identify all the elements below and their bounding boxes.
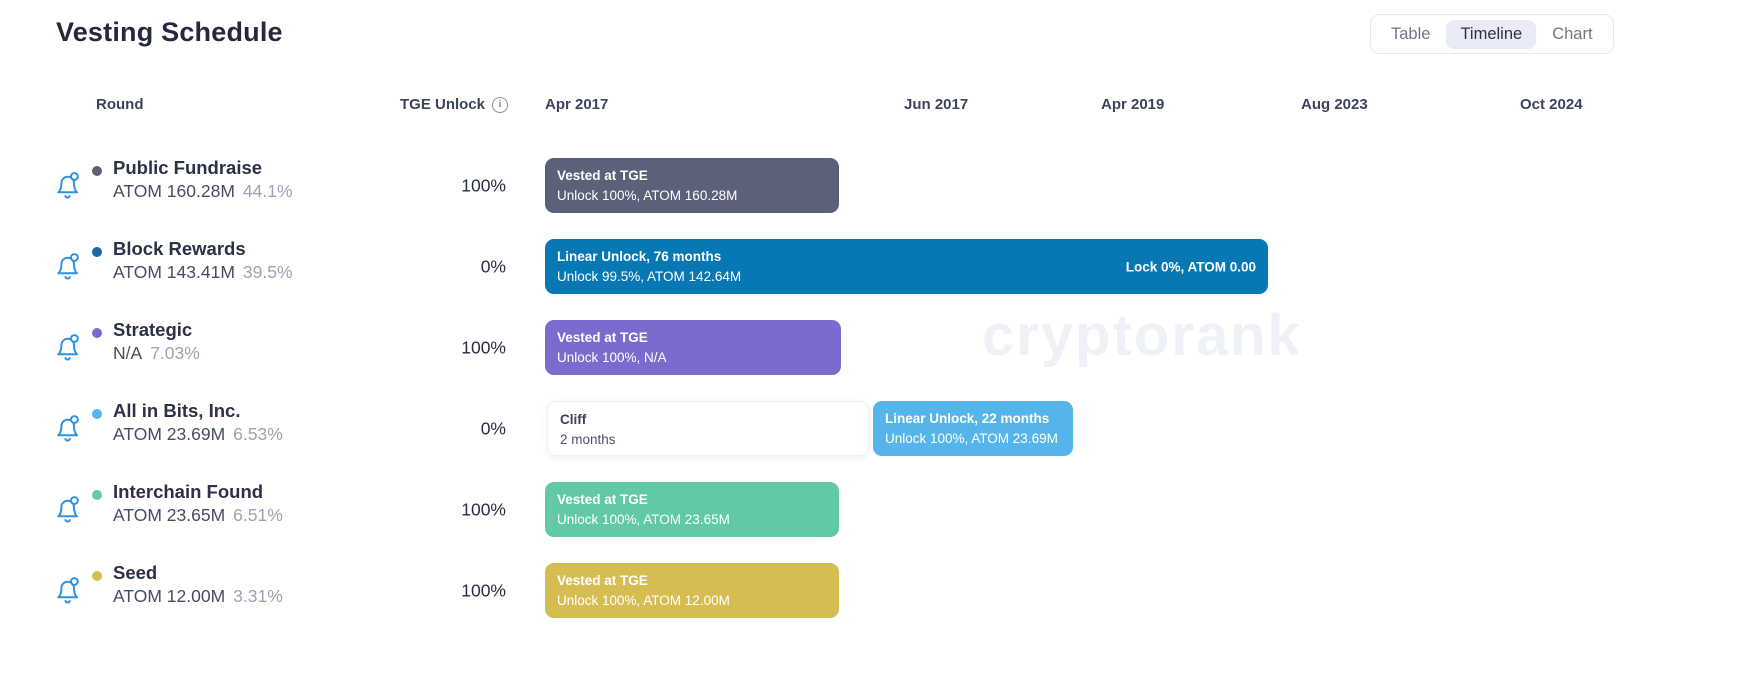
page-title: Vesting Schedule: [56, 17, 283, 47]
round-name: Block Rewards: [113, 238, 246, 259]
row-segments: Vested at TGE Unlock 100%, ATOM 160.28M: [0, 145, 1743, 226]
round-share-percent: 44.1%: [242, 181, 293, 201]
tge-unlock-label: TGE Unlock: [399, 96, 485, 113]
round-name: Interchain Found: [113, 481, 264, 502]
cliff-segment[interactable]: Cliff 2 months: [547, 401, 869, 456]
round-amount: ATOM 23.65M: [113, 505, 226, 525]
tge-unlock-value: 0%: [480, 256, 506, 276]
timeline-date: Apr 2019: [1101, 96, 1165, 113]
row-segments: Vested at TGE Unlock 100%, ATOM 23.65M: [0, 469, 1743, 550]
round-info: Interchain Found ATOM 23.65M 6.51%: [113, 481, 283, 526]
segment-detail: Unlock 100%, ATOM 23.69M: [885, 431, 1058, 446]
vesting-bar[interactable]: Vested at TGE Unlock 100%, ATOM 23.65M: [545, 482, 839, 537]
info-icon[interactable]: i: [492, 96, 508, 113]
view-switcher: Table Timeline Chart: [1370, 14, 1614, 54]
round-allocation: ATOM 23.69M 6.53%: [113, 424, 283, 445]
tge-unlock-value: 100%: [461, 175, 506, 195]
segment-title: Vested at TGE: [557, 330, 648, 345]
round-color-dot: [92, 571, 102, 581]
tge-unlock-value: 100%: [461, 337, 506, 357]
segment-detail: Unlock 100%, ATOM 160.28M: [557, 188, 738, 203]
round-name: All in Bits, Inc.: [113, 400, 241, 421]
tge-unlock-value: 100%: [461, 499, 506, 519]
lock-remaining-label: Lock 0%, ATOM 0.00: [1125, 259, 1256, 274]
round-amount: ATOM 143.41M: [113, 262, 235, 282]
round-allocation: ATOM 160.28M 44.1%: [113, 181, 293, 202]
timeline-date: Jun 2017: [904, 96, 969, 113]
segment-title: Linear Unlock, 22 months: [885, 411, 1050, 426]
segment-title: Cliff: [560, 412, 587, 427]
notification-bell-icon[interactable]: [55, 495, 80, 524]
round-amount: ATOM 23.69M: [113, 424, 226, 444]
round-share-percent: 3.31%: [233, 586, 283, 606]
segment-title: Vested at TGE: [557, 492, 648, 507]
notification-bell-icon[interactable]: [55, 333, 80, 362]
vesting-row: Block Rewards ATOM 143.41M 39.5% 0% Linea…: [0, 226, 1743, 307]
vesting-row: Seed ATOM 12.00M 3.31% 100% Vested at TGE…: [0, 550, 1743, 631]
row-segments: Vested at TGE Unlock 100%, ATOM 12.00M: [0, 550, 1743, 631]
tge-unlock-value: 100%: [461, 580, 506, 600]
vesting-row: All in Bits, Inc. ATOM 23.69M 6.53% 0% Cl…: [0, 388, 1743, 469]
notification-bell-icon[interactable]: [55, 576, 80, 605]
notification-bell-icon[interactable]: [55, 414, 80, 443]
round-amount: N/A: [113, 343, 143, 363]
vesting-row: Strategic N/A 7.03% 100% Vested at TGE Unl…: [0, 307, 1743, 388]
round-name: Seed: [113, 562, 158, 583]
round-info: Strategic N/A 7.03%: [113, 319, 200, 364]
round-name: Strategic: [113, 319, 193, 340]
round-color-dot: [92, 409, 102, 419]
round-allocation: N/A 7.03%: [113, 343, 200, 364]
segment-detail: Unlock 99.5%, ATOM 142.64M: [557, 269, 742, 284]
vesting-bar[interactable]: Vested at TGE Unlock 100%, ATOM 12.00M: [545, 563, 839, 618]
round-allocation: ATOM 143.41M 39.5%: [113, 262, 293, 283]
timeline-date: Oct 2024: [1520, 96, 1583, 113]
notification-bell-icon[interactable]: [55, 171, 80, 200]
cryptorank-watermark: cryptorank: [982, 303, 1302, 368]
round-info: All in Bits, Inc. ATOM 23.69M 6.53%: [113, 400, 283, 445]
round-share-percent: 39.5%: [242, 262, 293, 282]
segment-detail: Unlock 100%, N/A: [557, 350, 667, 365]
round-color-dot: [92, 328, 102, 338]
vesting-bar[interactable]: Vested at TGE Unlock 100%, N/A: [545, 320, 841, 375]
round-amount: ATOM 160.28M: [113, 181, 235, 201]
segment-title: Vested at TGE: [557, 573, 648, 588]
round-allocation: ATOM 12.00M 3.31%: [113, 586, 283, 607]
tab-chart[interactable]: Chart: [1552, 24, 1593, 43]
round-info: Block Rewards ATOM 143.41M 39.5%: [113, 238, 293, 283]
tab-timeline[interactable]: Timeline: [1446, 19, 1537, 49]
column-header-tge-unlock: TGE Unlock i: [378, 96, 508, 113]
round-info: Public Fundraise ATOM 160.28M 44.1%: [113, 157, 293, 202]
segment-detail: Unlock 100%, ATOM 12.00M: [557, 593, 730, 608]
round-share-percent: 6.53%: [233, 424, 283, 444]
round-color-dot: [92, 247, 102, 257]
round-color-dot: [92, 490, 102, 500]
notification-bell-icon[interactable]: [55, 252, 80, 281]
segment-detail: 2 months: [560, 432, 616, 447]
round-info: Seed ATOM 12.00M 3.31%: [113, 562, 283, 607]
timeline-date: Aug 2023: [1301, 96, 1368, 113]
tab-table[interactable]: Table: [1391, 24, 1431, 43]
segment-title: Linear Unlock, 76 months: [557, 249, 722, 264]
round-allocation: ATOM 23.65M 6.51%: [113, 505, 283, 526]
round-amount: ATOM 12.00M: [113, 586, 226, 606]
round-share-percent: 6.51%: [233, 505, 283, 525]
timeline-date: Apr 2017: [545, 96, 609, 113]
vesting-bar[interactable]: Vested at TGE Unlock 100%, ATOM 160.28M: [545, 158, 839, 213]
segment-detail: Unlock 100%, ATOM 23.65M: [557, 512, 730, 527]
tge-unlock-value: 0%: [480, 418, 506, 438]
round-share-percent: 7.03%: [150, 343, 200, 363]
segment-title: Vested at TGE: [557, 168, 648, 183]
round-color-dot: [92, 166, 102, 176]
row-segments: Vested at TGE Unlock 100%, N/A: [0, 307, 1743, 388]
column-header-round: Round: [96, 96, 144, 113]
round-name: Public Fundraise: [113, 157, 263, 178]
vesting-row: Interchain Found ATOM 23.65M 6.51% 100% V…: [0, 469, 1743, 550]
